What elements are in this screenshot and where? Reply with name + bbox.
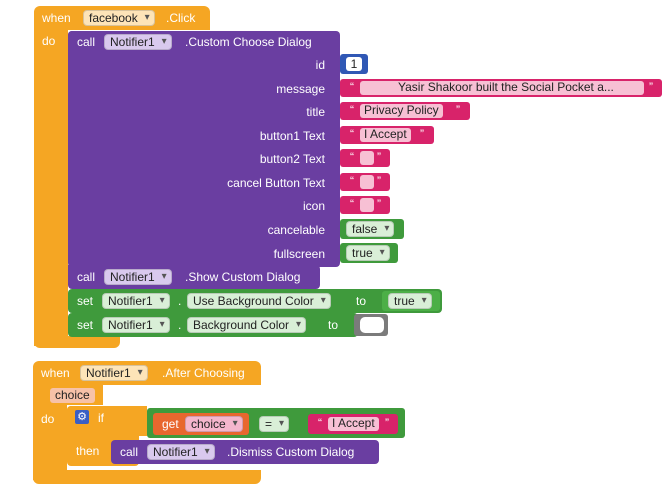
number-value-id[interactable]: 1	[346, 57, 362, 71]
quote-open-icon: “	[350, 174, 354, 188]
boolean-dropdown-true[interactable]: true	[388, 293, 432, 309]
quote-close-icon: ”	[377, 197, 381, 211]
component-dropdown-notifier1[interactable]: Notifier1	[102, 317, 170, 333]
param-button2-label: button2 Text	[259, 152, 325, 166]
quote-close-icon: ”	[377, 174, 381, 188]
then-label: then	[76, 444, 100, 458]
component-dropdown-notifier1[interactable]: Notifier1	[147, 444, 215, 460]
component-dropdown-notifier1[interactable]: Notifier1	[104, 269, 172, 285]
quote-open-icon: “	[350, 150, 354, 164]
text-value-title[interactable]: Privacy Policy	[360, 104, 443, 118]
quote-open-icon: “	[350, 103, 354, 117]
do-label: do	[41, 412, 55, 426]
param-cancelable-label: cancelable	[267, 223, 325, 237]
to-label: to	[356, 294, 367, 308]
component-dropdown-notifier1[interactable]: Notifier1	[104, 34, 172, 50]
component-dropdown-facebook[interactable]: facebook	[83, 10, 155, 26]
text-value-button2[interactable]	[360, 151, 374, 165]
quote-close-icon: ”	[377, 150, 381, 164]
quote-close-icon: ”	[649, 80, 653, 94]
quote-close-icon: ”	[385, 416, 389, 430]
set-label: set	[77, 294, 94, 308]
call-label: call	[77, 270, 96, 284]
param-button1-label: button1 Text	[259, 129, 325, 143]
component-dropdown-notifier1[interactable]: Notifier1	[102, 293, 170, 309]
to-label: to	[328, 318, 339, 332]
param-title-label: title	[306, 105, 325, 119]
method-name: .Show Custom Dialog	[185, 270, 301, 284]
get-label: get	[162, 417, 179, 431]
param-icon-label: icon	[302, 199, 325, 213]
text-value-message[interactable]: Yasir Shakoor built the Social Pocket a.…	[360, 81, 644, 95]
boolean-dropdown-fullscreen[interactable]: true	[346, 245, 390, 261]
dot-separator: .	[178, 294, 182, 308]
quote-close-icon: ”	[420, 127, 424, 141]
text-value-cancel[interactable]	[360, 175, 374, 189]
event-block-do-rail	[34, 28, 68, 346]
method-name: .Dismiss Custom Dialog	[227, 445, 355, 459]
event-block-bottom	[33, 470, 261, 484]
operator-dropdown-equals[interactable]: =	[259, 416, 290, 432]
boolean-dropdown-cancelable[interactable]: false	[346, 221, 395, 237]
event-block-do-rail	[33, 404, 67, 480]
quote-open-icon: “	[350, 80, 354, 94]
param-fullscreen-label: fullscreen	[273, 247, 325, 261]
text-value-icon[interactable]	[360, 198, 374, 212]
param-message-label: message	[276, 82, 325, 96]
call-label: call	[77, 35, 96, 49]
quote-open-icon: “	[318, 416, 322, 430]
quote-open-icon: “	[350, 197, 354, 211]
param-choice[interactable]: choice	[50, 388, 95, 403]
property-dropdown[interactable]: Background Color	[187, 317, 307, 333]
when-label: when	[41, 366, 70, 380]
param-cancel-label: cancel Button Text	[227, 176, 325, 190]
call-label: call	[120, 445, 139, 459]
text-value-button1[interactable]: I Accept	[360, 128, 411, 142]
if-label: if	[98, 411, 104, 425]
component-dropdown-notifier1[interactable]: Notifier1	[80, 365, 148, 381]
gear-icon[interactable]: ⚙	[75, 410, 89, 424]
call-custom-choose-dialog-block[interactable]	[68, 31, 340, 267]
event-name: .After Choosing	[162, 366, 245, 380]
method-name: .Custom Choose Dialog	[185, 35, 312, 49]
event-block-bottom	[34, 336, 120, 348]
quote-open-icon: “	[350, 127, 354, 141]
set-label: set	[77, 318, 94, 332]
param-id-label: id	[315, 58, 325, 72]
when-label: when	[42, 11, 71, 25]
quote-close-icon: ”	[456, 103, 460, 117]
do-label: do	[42, 34, 56, 48]
color-swatch-white[interactable]	[360, 317, 384, 333]
text-value-i-accept[interactable]: I Accept	[328, 417, 379, 431]
dot-separator: .	[178, 318, 182, 332]
variable-dropdown-choice[interactable]: choice	[185, 416, 243, 432]
property-dropdown[interactable]: Use Background Color	[187, 293, 331, 309]
event-name: .Click	[166, 11, 196, 25]
